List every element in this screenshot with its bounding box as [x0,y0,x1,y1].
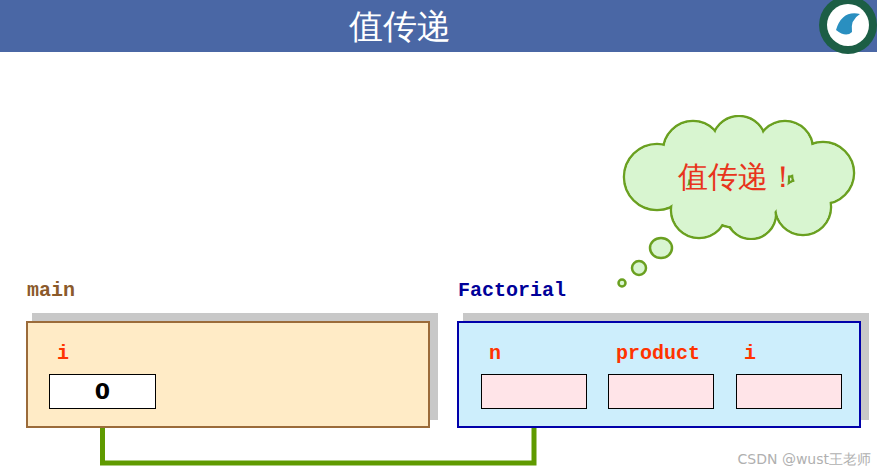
thought-bubbles [619,238,673,287]
variable-value: 0 [95,379,110,404]
variable-name: product [616,342,700,365]
variable-name: i [57,342,69,365]
frame-name: main [27,279,75,302]
stack-frame: Factorialnproducti [457,321,861,428]
slide-title: 值传递 [0,0,800,52]
school-logo [819,0,877,54]
frame-name: Factorial [458,279,566,302]
variable-cell: i0 [49,374,156,409]
callout-text: 值传递！ [678,157,798,198]
thought-cloud: 值传递！ [615,115,860,240]
variable-cell: product [608,374,714,409]
variable-name: n [489,342,501,365]
watermark: CSDN @wust王老师 [738,451,871,469]
stack-frame: maini0 [26,321,430,428]
variable-cell: i [736,374,842,409]
title-bar [0,0,877,52]
variable-name: i [744,342,756,365]
variable-cell: n [481,374,587,409]
